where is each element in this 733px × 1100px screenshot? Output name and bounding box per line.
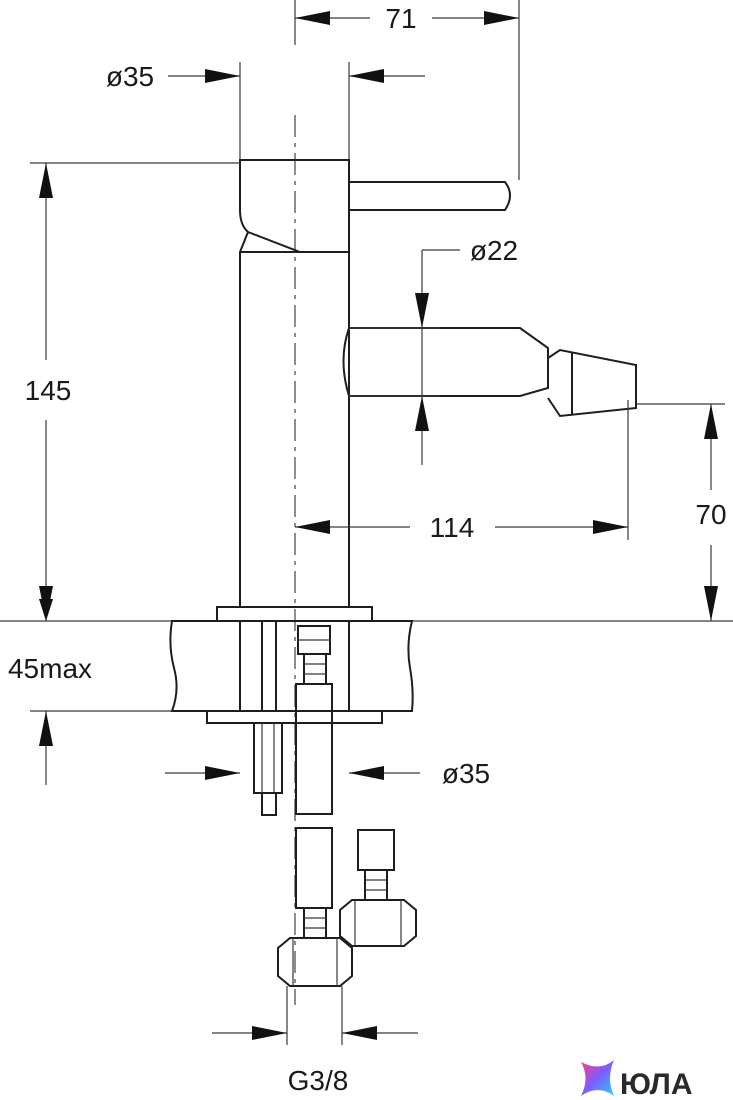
dimension-114: 114 <box>295 400 629 543</box>
label-diameter-22: ø22 <box>470 235 518 266</box>
dimension-45max: 45max <box>8 599 92 785</box>
label-diameter-35-bottom: ø35 <box>442 758 490 789</box>
yula-logo: ЮЛА <box>581 1060 693 1100</box>
label-diameter-35-top: ø35 <box>106 61 154 92</box>
logo-star-icon <box>581 1060 614 1096</box>
label-145: 145 <box>25 375 72 406</box>
dimension-g3-8: G3/8 <box>212 986 418 1096</box>
dimension-diameter-35-top: ø35 <box>106 61 425 160</box>
label-70: 70 <box>695 499 726 530</box>
logo-text: ЮЛА <box>620 1068 693 1100</box>
label-71: 71 <box>385 3 416 34</box>
dimension-71: 71 <box>294 0 520 180</box>
faucet-body <box>216 159 637 622</box>
label-g3-8: G3/8 <box>288 1065 349 1096</box>
dimension-145: 145 <box>25 162 240 621</box>
label-45max: 45max <box>8 653 92 684</box>
label-114: 114 <box>430 512 475 543</box>
dimension-diameter-35-bottom: ø35 <box>165 758 490 789</box>
flexible-hoses <box>277 827 417 987</box>
countertop-section <box>0 620 733 712</box>
mounting-hardware <box>206 620 383 816</box>
dimension-diameter-22: ø22 <box>349 235 518 465</box>
dimension-70: 70 <box>636 403 727 621</box>
